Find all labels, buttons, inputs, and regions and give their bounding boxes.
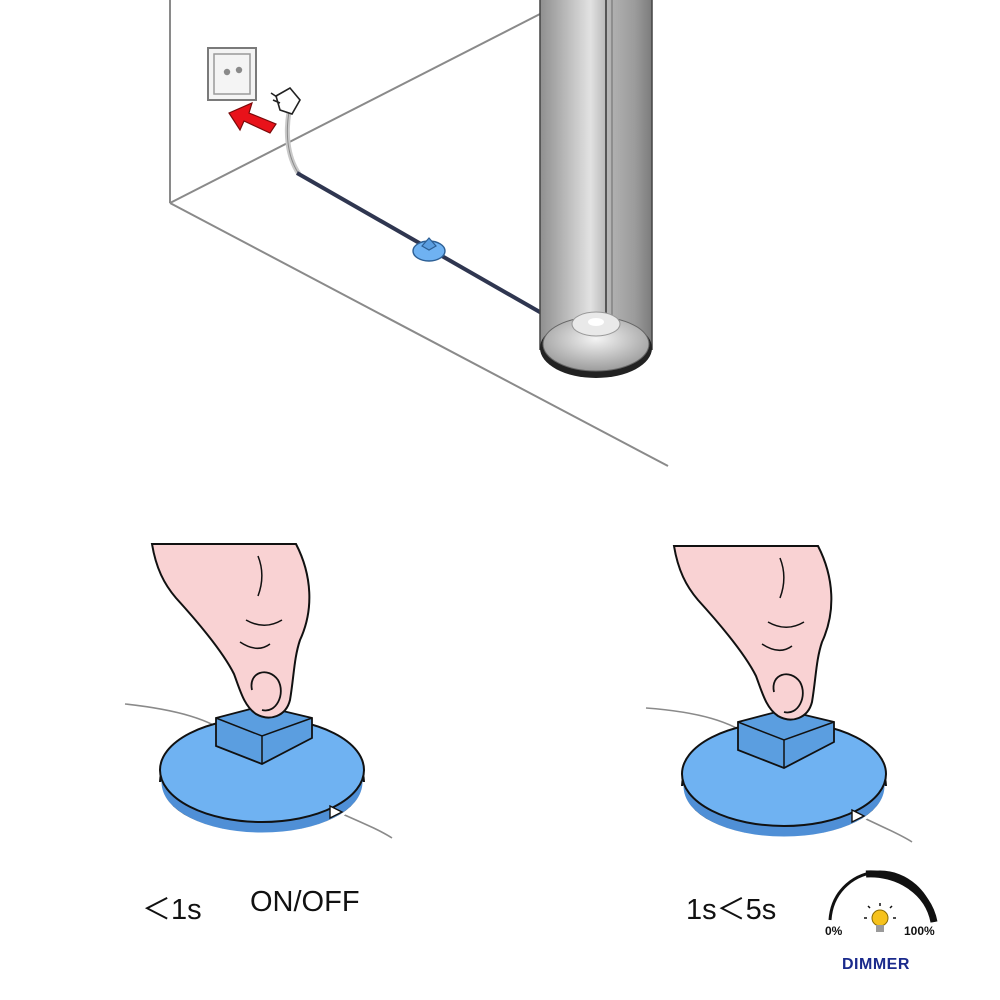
light-bulb-icon — [864, 903, 896, 932]
step2-time-label: 1s＜5s — [686, 894, 777, 926]
insert-arrow-icon — [228, 101, 277, 134]
room-corner — [169, 0, 669, 467]
dimmer-max-label: 100% — [904, 924, 935, 938]
plug-icon — [270, 86, 302, 176]
dimmer-arc-icon — [828, 870, 938, 923]
dimmer-label: DIMMER — [842, 956, 910, 973]
hand-press-right — [645, 545, 913, 843]
wall-socket-icon — [207, 47, 257, 101]
step1-time-label: ＜1s — [142, 894, 202, 926]
inline-switch-icon — [412, 237, 446, 262]
lamp-tube-icon — [539, 0, 653, 378]
hand-press-left — [124, 543, 393, 839]
step1-action-label: ON/OFF — [250, 886, 360, 918]
dimmer-min-label: 0% — [825, 924, 843, 938]
